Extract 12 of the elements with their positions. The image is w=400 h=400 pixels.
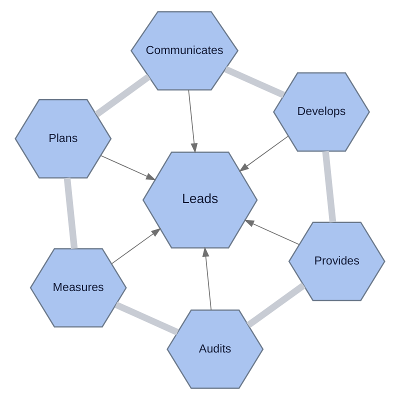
arrow	[202, 246, 212, 310]
arrow	[238, 136, 289, 172]
connector	[94, 74, 151, 118]
arrow	[111, 228, 162, 264]
connector	[322, 150, 336, 222]
connector	[114, 302, 179, 336]
connector	[246, 282, 306, 328]
arrow	[100, 155, 156, 180]
connector	[224, 66, 286, 98]
arrow	[244, 220, 300, 245]
connector	[64, 178, 78, 249]
arrow	[188, 90, 198, 154]
